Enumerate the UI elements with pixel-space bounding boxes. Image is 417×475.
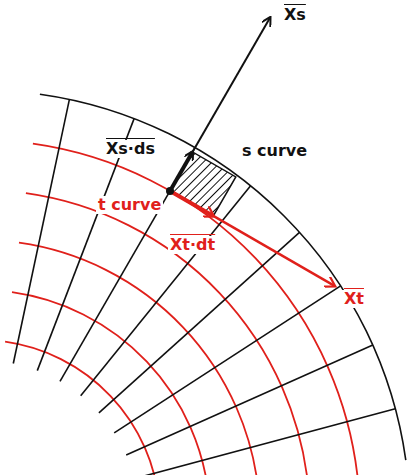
t-curve-label: t curve [96,196,163,214]
t-curves [5,144,359,475]
s-curve-label: s curve [240,142,309,160]
s-curves [13,94,406,475]
xs-vector [170,18,270,191]
area-patch [170,152,236,216]
xs-label: Xs [282,6,308,24]
xt-dt-vector [170,191,213,216]
xs-ds-label: Xs·ds [104,140,157,158]
base-point [166,187,174,195]
xt-dt-label: Xt·dt [168,236,217,254]
xt-label: Xt [342,290,366,308]
xs-ds-vector [170,152,193,191]
